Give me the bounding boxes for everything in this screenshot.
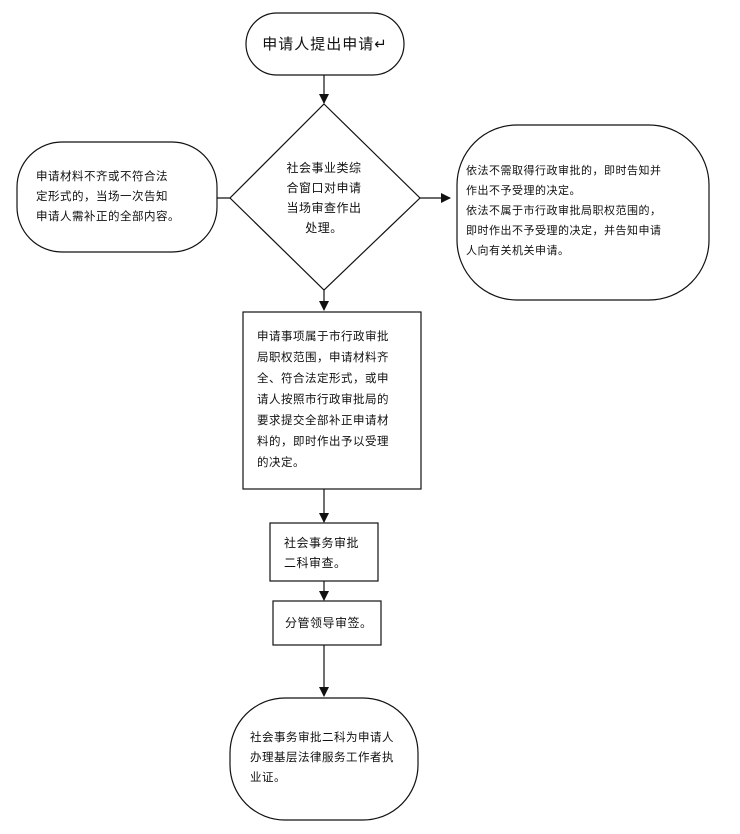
issue-label: 社会事务审批二科为申请人 办理基层法律服务工作者执 业证。: [250, 730, 394, 784]
review-process-box: [269, 522, 379, 582]
issue-terminal: [229, 697, 419, 821]
left-reject-label: 申请材料不齐或不符合法 定形式的，当场一次告知 申请人需补正的全部内容。: [36, 169, 180, 223]
accept-process-box: [242, 311, 422, 490]
start-label: 申请人提出申请↵: [262, 35, 388, 53]
start-terminal: [245, 12, 405, 76]
right-reject-terminal: [456, 124, 710, 301]
accept-label: 申请事项属于市行政审批 局职权范围，申请材料齐 全、符合法定形式，或申 请人按照…: [257, 329, 389, 469]
right-reject-label: 依法不需取得行政审批的，即时告知并 作出不予受理的决定。 依法不属于市行政审批局…: [466, 164, 662, 257]
review-label: 社会事务审批 二科审查。: [284, 536, 360, 570]
sign-process-box: [272, 600, 382, 646]
decision-label: 社会事业类综 合窗口对申请 当场审查作出 处理。: [286, 161, 362, 235]
left-reject-terminal: [16, 141, 218, 253]
sign-label: 分管领导审签。: [285, 616, 373, 630]
